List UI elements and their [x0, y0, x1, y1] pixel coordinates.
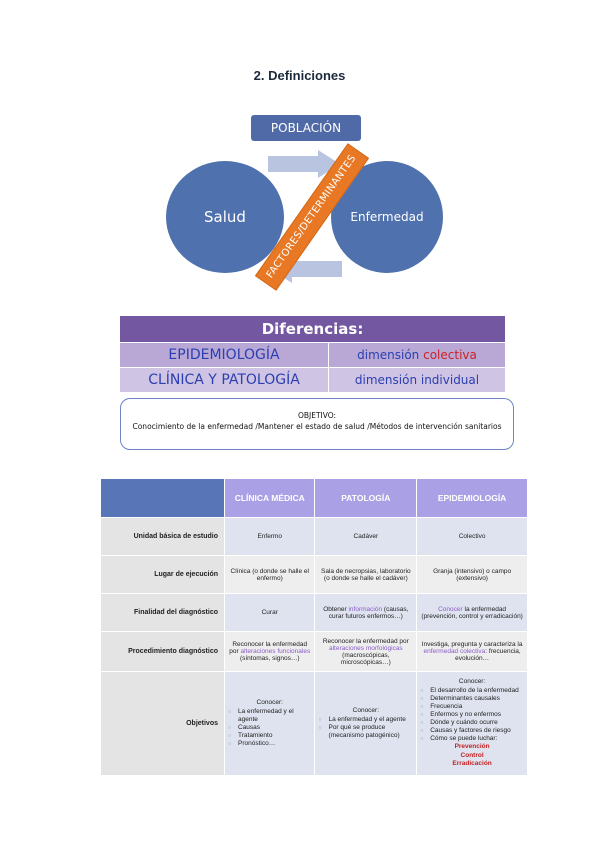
red-item: Control	[460, 751, 484, 759]
poblacion-box: POBLACIÓN	[251, 115, 361, 141]
table-cell: Curar	[223, 593, 316, 632]
diferencias-row-value: dimensión colectiva	[357, 348, 477, 362]
table-row: Lugar de ejecución Clínica (o donde se h…	[100, 555, 528, 594]
page-title: 2. Definiciones	[253, 68, 346, 83]
table-row: Finalidad del diagnóstico Curar Obtener …	[100, 593, 528, 632]
table-cell: Conocer: El desarrollo de la enfermedad …	[416, 671, 528, 776]
objetivo-body: Conocimiento de la enfermedad /Mantener …	[132, 422, 502, 431]
table-cell: Reconocer la enfermedad por alteraciones…	[223, 631, 316, 672]
red-item: Prevención	[454, 743, 490, 751]
list: La enfermedad y el agente Causas Tratami…	[228, 708, 311, 748]
diferencias-table: Diferencias: EPIDEMIOLOGÍA dimensión col…	[120, 316, 505, 392]
table-cell: Reconocer la enfermedad por alteraciones…	[314, 631, 418, 672]
objetivo-heading: OBJETIVO:	[297, 411, 337, 420]
list-item: Tratamiento	[228, 732, 311, 740]
table-cell: Conocer: La enfermedad y el agente Causa…	[223, 671, 316, 776]
salud-circle: Salud	[166, 161, 284, 273]
diferencias-row-label: EPIDEMIOLOGÍA	[120, 343, 329, 367]
table-row: Procedimiento diagnóstico Reconocer la e…	[100, 631, 528, 672]
list-item: Causas y factores de riesgo	[420, 727, 524, 735]
list-item: Frecuencia	[420, 703, 524, 711]
list-item: Pronóstico…	[228, 740, 311, 748]
column-header: CLÍNICA MÉDICA	[223, 478, 316, 518]
row-label: Objetivos	[100, 671, 225, 776]
row-label: Lugar de ejecución	[100, 555, 225, 594]
list-item: La enfermedad y el agente	[318, 716, 413, 724]
column-header: PATOLOGÍA	[314, 478, 418, 518]
table-cell: Colectivo	[416, 517, 528, 556]
table-cell: Obtener información (causas, curar futur…	[314, 593, 418, 632]
table-cell: Conocer la enfermedad (prevención, contr…	[416, 593, 528, 632]
table-cell: Conocer: La enfermedad y el agente Por q…	[314, 671, 418, 776]
diferencias-row: EPIDEMIOLOGÍA dimensión colectiva	[120, 343, 505, 367]
list-item: Determinantes causales	[420, 695, 524, 703]
row-label: Procedimiento diagnóstico	[100, 631, 225, 672]
row-label: Finalidad del diagnóstico	[100, 593, 225, 632]
list-item: La enfermedad y el agente	[228, 708, 311, 724]
table-header-row: CLÍNICA MÉDICA PATOLOGÍA EPIDEMIOLOGÍA	[100, 478, 528, 518]
list-item: Dónde y cuándo ocurre	[420, 719, 524, 727]
list-item: Por qué se produce (mecanismo patogénico…	[318, 724, 413, 740]
diferencias-row: CLÍNICA Y PATOLOGÍA dimensión individual	[120, 368, 505, 392]
table-row: Unidad básica de estudio Enfermo Cadáver…	[100, 517, 528, 556]
diferencias-row-label: CLÍNICA Y PATOLOGÍA	[120, 368, 329, 392]
table-cell: Clínica (o donde se halle el enfermo)	[223, 555, 316, 594]
list-item: El desarrollo de la enfermedad	[420, 687, 524, 695]
list: El desarrollo de la enfermedad Determina…	[420, 687, 524, 743]
table-cell: Investiga, pregunta y caracteriza la enf…	[416, 631, 528, 672]
table-cell: Granja (intensivo) o campo (extensivo)	[416, 555, 528, 594]
column-header: EPIDEMIOLOGÍA	[416, 478, 528, 518]
arrow-right-icon	[268, 150, 340, 178]
list-item: Enfermos y no enfermos	[420, 711, 524, 719]
list: La enfermedad y el agente Por qué se pro…	[318, 716, 413, 740]
red-item: Erradicación	[452, 760, 492, 768]
comparison-table: CLÍNICA MÉDICA PATOLOGÍA EPIDEMIOLOGÍA U…	[100, 478, 528, 776]
table-cell: Enfermo	[223, 517, 316, 556]
row-label: Unidad básica de estudio	[100, 517, 225, 556]
list-item: Cómo se puede luchar:	[420, 735, 524, 743]
table-cell: Cadáver	[314, 517, 418, 556]
diferencias-header: Diferencias:	[120, 316, 505, 342]
table-cell: Sala de necropsias, laboratorio (o donde…	[314, 555, 418, 594]
table-corner	[100, 478, 225, 518]
diferencias-row-value: dimensión individual	[354, 373, 480, 387]
table-row: Objetivos Conocer: La enfermedad y el ag…	[100, 671, 528, 776]
list-item: Causas	[228, 724, 311, 732]
objetivo-box: OBJETIVO: Conocimiento de la enfermedad …	[120, 398, 514, 450]
